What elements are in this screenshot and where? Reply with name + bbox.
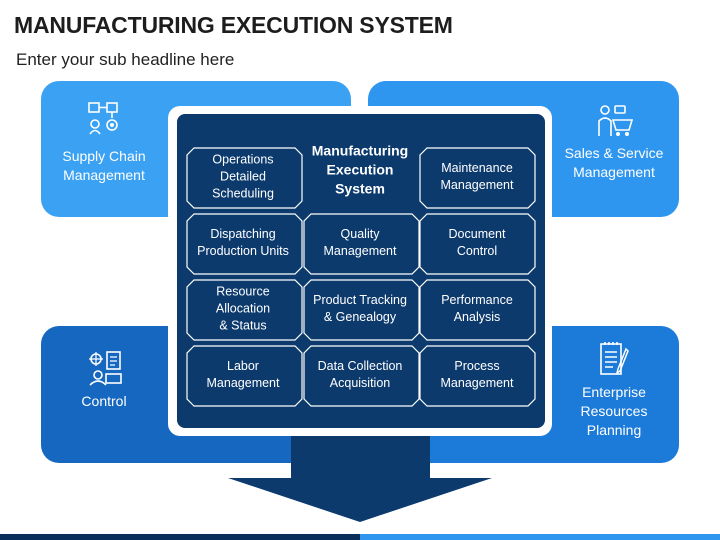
control-label: Control	[81, 392, 126, 411]
cell-line: Acquisition	[329, 376, 391, 390]
cell-document-control: Document Control	[449, 226, 506, 260]
cell-line: Product Tracking	[313, 293, 407, 307]
cell-line: Management	[323, 244, 397, 258]
cell-line: Control	[456, 244, 498, 258]
cell-line: Maintenance	[441, 161, 513, 175]
footer-bar-dark	[0, 534, 360, 540]
cell-line: Dispatching	[210, 227, 276, 241]
cell-process-management: Process Management	[441, 358, 514, 392]
sales-service-label-line-2: Management	[573, 164, 655, 180]
footer-bar-light	[360, 534, 720, 540]
cell-maintenance-management: Maintenance Management	[441, 160, 514, 194]
cell-outline	[419, 345, 536, 407]
cell-operations-scheduling: Operations Detailed Scheduling	[212, 152, 274, 203]
cell-line: Analysis	[453, 310, 501, 324]
cell-line: Production Units	[197, 244, 289, 258]
control-label-line-1: Control	[81, 393, 127, 409]
cell-line: Data Collection	[317, 359, 403, 373]
cell-outline	[186, 279, 303, 341]
cell-outline	[186, 147, 303, 209]
cell-line: Process	[454, 359, 500, 373]
sales-service-icon	[598, 105, 634, 136]
cell-outline	[419, 147, 536, 209]
cell-data-collection: Data Collection Acquisition	[318, 358, 403, 392]
center-heading-line-1: Manufacturing	[311, 142, 409, 159]
cell-line: Scheduling	[212, 186, 274, 201]
page-subtitle: Enter your sub headline here	[16, 50, 235, 69]
cell-line: & Status	[219, 318, 267, 333]
center-heading-line-3: System	[335, 180, 385, 197]
cell-outline	[303, 279, 420, 341]
supply-chain-icon	[88, 102, 118, 135]
cell-quality-management: Quality Management	[324, 226, 397, 260]
cell-dispatching: Dispatching Production Units	[197, 226, 289, 260]
cell-outline	[186, 345, 303, 407]
cell-line: Labor	[227, 359, 259, 373]
erp-label-line-2: Resources	[580, 403, 648, 419]
cell-outline	[303, 213, 420, 275]
erp-label: Enterprise Resources Planning	[581, 383, 648, 440]
control-icon	[89, 351, 122, 386]
cell-labor-management: Labor Management	[207, 358, 280, 392]
sales-service-label-line-1: Sales & Service	[564, 145, 664, 161]
center-panel	[177, 114, 545, 428]
erp-label-line-3: Planning	[586, 422, 642, 438]
cell-line: Management	[440, 376, 514, 390]
erp-label-line-1: Enterprise	[582, 384, 646, 400]
arrow-shape	[228, 430, 492, 522]
cell-resource-allocation: Resource Allocation & Status	[216, 284, 270, 335]
supply-chain-label-line-1: Supply Chain	[62, 148, 146, 164]
cell-line: Management	[440, 178, 514, 192]
cell-line: Document	[448, 227, 506, 241]
cell-line: Quality	[340, 227, 380, 241]
cell-line: Allocation	[215, 301, 271, 316]
cell-line: Management	[206, 376, 280, 390]
center-heading: Manufacturing Execution System	[312, 142, 408, 199]
cell-outline	[419, 213, 536, 275]
cell-line: Operations	[212, 152, 274, 167]
page-title: MANUFACTURING EXECUTION SYSTEM	[14, 12, 453, 38]
cell-line: Detailed	[220, 169, 266, 184]
cell-outline	[186, 213, 303, 275]
document-icon	[600, 342, 629, 375]
supply-chain-label: Supply Chain Management	[62, 147, 145, 185]
cell-performance-analysis: Performance Analysis	[441, 292, 513, 326]
center-heading-line-2: Execution	[326, 161, 394, 178]
sales-service-label: Sales & Service Management	[565, 144, 664, 182]
supply-chain-label-line-2: Management	[63, 167, 145, 183]
cell-line: Resource	[216, 284, 270, 299]
cell-line: Performance	[441, 293, 513, 307]
cell-line: & Genealogy	[323, 310, 397, 324]
cell-product-tracking: Product Tracking & Genealogy	[313, 292, 407, 326]
cell-outline	[303, 345, 420, 407]
cell-outline	[419, 279, 536, 341]
